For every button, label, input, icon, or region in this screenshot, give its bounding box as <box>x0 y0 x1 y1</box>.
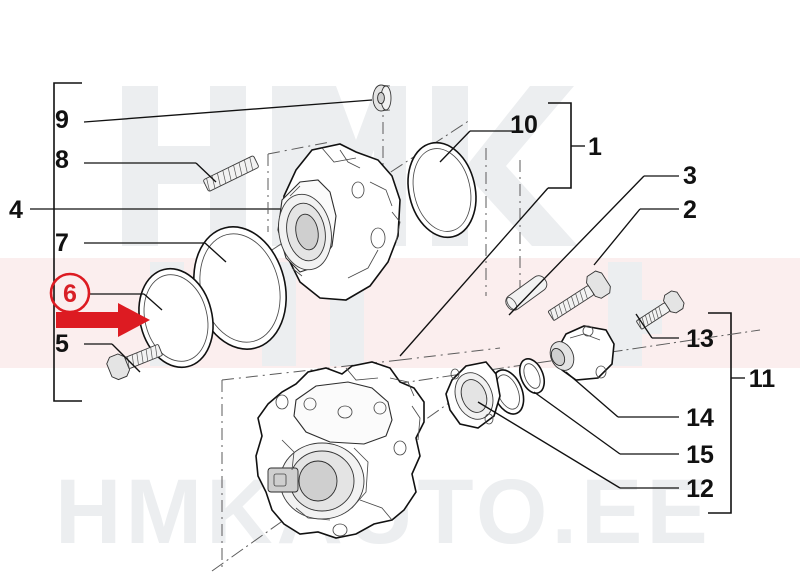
leader-6-kink <box>143 293 163 311</box>
leader-1-to-body <box>399 187 549 357</box>
leader-8-kink <box>195 162 217 183</box>
leader-14-kink <box>565 371 619 418</box>
part-hex-bolt-long <box>548 270 611 321</box>
part-pressure-regulator-valve <box>549 325 615 381</box>
part-pump-drive-housing <box>277 143 401 301</box>
bracket-group-left <box>30 82 300 402</box>
bracket-group-one <box>548 102 585 189</box>
callout-1: 1 <box>588 133 602 161</box>
leader-3-kink <box>508 175 645 316</box>
callout-9: 9 <box>55 106 69 134</box>
part-hex-flange-bolt <box>106 344 163 381</box>
callout-10: 10 <box>510 111 538 139</box>
callout-8: 8 <box>55 146 69 174</box>
leader-13-kink <box>635 313 653 339</box>
callout-11: 11 <box>749 365 776 393</box>
part-mounting-flange-plate <box>445 361 501 429</box>
callout-7: 7 <box>55 229 69 257</box>
callout-6: 6 <box>63 280 77 308</box>
callout-12: 12 <box>686 475 714 503</box>
leader-10-kink <box>439 130 471 163</box>
part-hex-bolt-short <box>636 290 685 330</box>
bracket-group-eleven <box>708 312 745 514</box>
callout-2: 2 <box>683 196 697 224</box>
part-nut-washer <box>372 84 392 112</box>
callout-4: 4 <box>9 196 23 224</box>
leader-5-kink <box>111 343 141 373</box>
part-high-pressure-pump-body <box>255 361 425 539</box>
callout-14: 14 <box>686 404 714 432</box>
leader-9 <box>83 99 373 123</box>
callout-13: 13 <box>686 325 714 353</box>
leader-2-kink <box>593 208 641 266</box>
part-gasket-o-ring <box>407 141 477 239</box>
part-stud-bolt <box>203 155 259 192</box>
highlight-arrow <box>56 303 150 337</box>
part-o-ring-seal <box>138 267 214 369</box>
callout-3: 3 <box>683 162 697 190</box>
part-dowel-pin <box>505 275 548 311</box>
leader-15-kink <box>533 391 621 455</box>
leader-7-kink <box>204 242 227 263</box>
leader-12-kink <box>477 401 621 489</box>
callout-5: 5 <box>55 330 69 358</box>
callout-15: 15 <box>686 441 714 469</box>
